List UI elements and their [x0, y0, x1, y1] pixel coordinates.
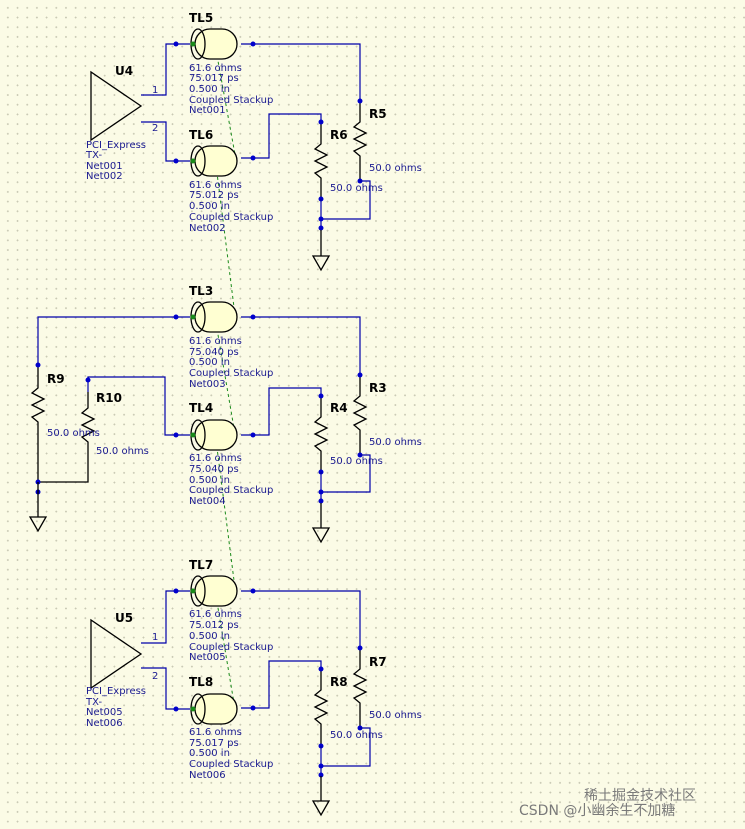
tl6-info-line: 61.6 ohms [189, 180, 242, 191]
watermark-text: CSDN @小幽余生不加糖 [519, 802, 675, 819]
tl4-symbol[interactable] [190, 419, 238, 451]
u5-info-line: Net006 [86, 718, 123, 729]
tl6-symbol[interactable] [190, 145, 238, 177]
coupling-lines [215, 49, 237, 716]
r3-symbol[interactable] [352, 375, 368, 455]
r10-symbol[interactable] [38, 392, 96, 483]
r4-symbol[interactable] [313, 396, 329, 472]
group-u4 [90, 28, 371, 272]
u4-info-line: Net001 [86, 161, 123, 172]
tl5-info-line: 0.500 in [189, 84, 230, 95]
watermark-logo: 稀土掘金技术社区 [584, 788, 696, 804]
tl3-info-line: Coupled Stackup [189, 368, 273, 379]
ground-icon [28, 482, 48, 533]
tl8-info-line: 0.500 in [189, 748, 230, 759]
tl3-ref-label: TL3 [189, 284, 213, 298]
tl8-info-line: 61.6 ohms [189, 727, 242, 738]
tl4-ref-label: TL4 [189, 401, 213, 415]
u4-pin2-label: 2 [152, 123, 158, 134]
u4-pin1-label: 1 [152, 85, 158, 96]
tl3-info-line: 75.040 ps [189, 347, 239, 358]
tl7-symbol[interactable] [190, 575, 238, 607]
tl6-ref-label: TL6 [189, 128, 213, 142]
tl4-info-line: 75.040 ps [189, 464, 239, 475]
tl6-info-line: 75.012 ps [189, 190, 239, 201]
r7-value-label: 50.0 ohms [369, 710, 422, 721]
r3-value-label: 50.0 ohms [369, 437, 422, 448]
tl8-symbol[interactable] [190, 693, 238, 725]
u4-driver-symbol[interactable] [90, 70, 143, 142]
tl4-info-line: 0.500 in [189, 475, 230, 486]
ground-icon [311, 503, 331, 544]
ground-icon [311, 776, 331, 817]
r9-value-label: 50.0 ohms [47, 428, 100, 439]
u5-info-line: PCI_Express [86, 686, 146, 697]
r6-value-label: 50.0 ohms [330, 183, 383, 194]
r9-symbol[interactable] [30, 365, 46, 482]
tl4-info-line: 61.6 ohms [189, 453, 242, 464]
tl7-info-line: Net005 [189, 652, 226, 663]
tl6-info-line: 0.500 in [189, 201, 230, 212]
r9-ref-label: R9 [47, 372, 65, 386]
u4-info-line: Net002 [86, 171, 123, 182]
u5-info-line: Net005 [86, 707, 123, 718]
r8-value-label: 50.0 ohms [330, 730, 383, 741]
ground-icon [311, 230, 331, 272]
tl8-ref-label: TL8 [189, 675, 213, 689]
tl3-info-line: Net003 [189, 379, 226, 390]
u5-driver-symbol[interactable] [90, 618, 143, 690]
tl5-ref-label: TL5 [189, 11, 213, 25]
tl7-ref-label: TL7 [189, 558, 213, 572]
r5-value-label: 50.0 ohms [369, 163, 422, 174]
tl5-info-line: 61.6 ohms [189, 63, 242, 74]
group-u5 [90, 575, 371, 817]
r10-value-label: 50.0 ohms [96, 446, 149, 457]
r4-value-label: 50.0 ohms [330, 456, 383, 467]
r8-ref-label: R8 [330, 675, 348, 689]
tl7-info-line: 0.500 in [189, 631, 230, 642]
tl3-info-line: 0.500 in [189, 357, 230, 368]
tl4-info-line: Coupled Stackup [189, 485, 273, 496]
r6-ref-label: R6 [330, 128, 348, 142]
r7-symbol[interactable] [352, 648, 368, 728]
r5-symbol[interactable] [352, 101, 368, 181]
u4-info-line: PCI_Express [86, 140, 146, 151]
tl5-info-line: 75.017 ps [189, 73, 239, 84]
tl5-info-line: Net001 [189, 105, 226, 116]
u4-info-line: TX- [85, 150, 102, 161]
tl5-symbol[interactable] [190, 28, 238, 60]
u5-pin1-label: 1 [152, 632, 158, 643]
tl5-info-line: Coupled Stackup [189, 95, 273, 106]
r4-ref-label: R4 [330, 401, 348, 415]
tl4-info-line: Net004 [189, 496, 226, 507]
r8-symbol[interactable] [313, 669, 329, 746]
tl7-info-line: Coupled Stackup [189, 642, 273, 653]
group-tl3-tl4 [28, 301, 371, 544]
u5-info-line: TX- [85, 697, 102, 708]
u5-pin2-label: 2 [152, 671, 158, 682]
r7-ref-label: R7 [369, 655, 387, 669]
tl8-info-line: Net006 [189, 770, 226, 781]
tl6-info-line: Coupled Stackup [189, 212, 273, 223]
r6-symbol[interactable] [313, 122, 329, 199]
u5-ref-label: U5 [115, 611, 133, 625]
r5-ref-label: R5 [369, 107, 387, 121]
tl7-info-line: 61.6 ohms [189, 609, 242, 620]
tl8-info-line: Coupled Stackup [189, 759, 273, 770]
tl7-info-line: 75.012 ps [189, 620, 239, 631]
tl6-info-line: Net002 [189, 223, 226, 234]
tl3-info-line: 61.6 ohms [189, 336, 242, 347]
tl3-symbol[interactable] [190, 301, 238, 333]
r3-ref-label: R3 [369, 381, 387, 395]
r10-ref-label: R10 [96, 391, 122, 405]
tl8-info-line: 75.017 ps [189, 738, 239, 749]
u4-ref-label: U4 [115, 64, 133, 78]
